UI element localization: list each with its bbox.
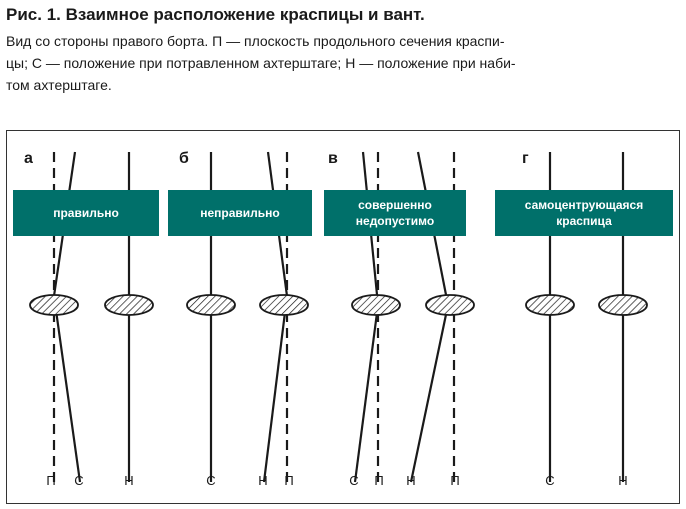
panel-letter: в — [328, 150, 338, 167]
figure-description: Вид со стороны правого борта. П — плоско… — [6, 30, 682, 96]
panel-letter: г — [522, 150, 529, 167]
panel-b: б неправильно С Н П — [168, 150, 312, 488]
bottom-label: С — [74, 473, 83, 488]
panel-letter: б — [179, 150, 189, 167]
banner-line: совершенно — [358, 198, 432, 212]
bottom-label: Н — [258, 473, 267, 488]
bottom-label: С — [545, 473, 554, 488]
panel-v: в совершенно недопустимо С П Н П — [324, 150, 475, 488]
verdict-banner — [495, 190, 673, 236]
bottom-label: Н — [406, 473, 415, 488]
spreader-tip-section — [29, 294, 79, 316]
verdict-banner — [13, 190, 159, 236]
diagram-frame: а правильно П С Н б неправильно С Н П в — [6, 130, 680, 504]
shroud-slack-lower — [353, 304, 380, 483]
shroud-slack-lower — [52, 295, 82, 483]
bottom-label: Н — [124, 473, 133, 488]
shroud-tight-lower — [409, 304, 450, 483]
verdict-banner — [168, 190, 312, 236]
description-line-1: Вид со стороны правого борта. П — плоско… — [6, 33, 505, 49]
spreader-tip-section — [104, 294, 154, 316]
spreader-tip-section — [351, 294, 401, 316]
banner-line: краспица — [556, 214, 612, 228]
description-line-2: цы; С — положение при потравленном ахтер… — [6, 55, 516, 71]
bottom-label: Н — [618, 473, 627, 488]
bottom-label: П — [450, 473, 459, 488]
description-line-3: том ахтерштаге. — [6, 77, 112, 93]
panel-a: а правильно П С Н — [13, 150, 159, 488]
spreader-tip-section — [425, 294, 475, 316]
banner-line: недопустимо — [356, 214, 434, 228]
banner-line: правильно — [53, 206, 119, 220]
figure-caption: Рис. 1. Взаимное расположение краспицы и… — [6, 4, 682, 96]
bottom-label: П — [374, 473, 383, 488]
figure-title: Рис. 1. Взаимное расположение краспицы и… — [6, 5, 425, 24]
verdict-banner — [324, 190, 466, 236]
bottom-label: С — [349, 473, 358, 488]
panel-letter: а — [24, 150, 33, 167]
banner-line: самоцентрующаяся — [525, 198, 643, 212]
spreader-diagram: а правильно П С Н б неправильно С Н П в — [6, 130, 680, 504]
bottom-label: С — [206, 473, 215, 488]
bottom-label: П — [284, 473, 293, 488]
panel-g: г самоцентрующаяся краспица С Н — [495, 150, 673, 488]
bottom-label: П — [46, 473, 55, 488]
banner-line: неправильно — [200, 206, 280, 220]
spreader-tip-section — [525, 294, 575, 316]
diagram-border — [6, 130, 680, 504]
spreader-tip-section — [259, 294, 309, 316]
spreader-tip-section — [186, 294, 236, 316]
spreader-tip-section — [598, 294, 648, 316]
shroud-tight-lower — [262, 295, 289, 483]
